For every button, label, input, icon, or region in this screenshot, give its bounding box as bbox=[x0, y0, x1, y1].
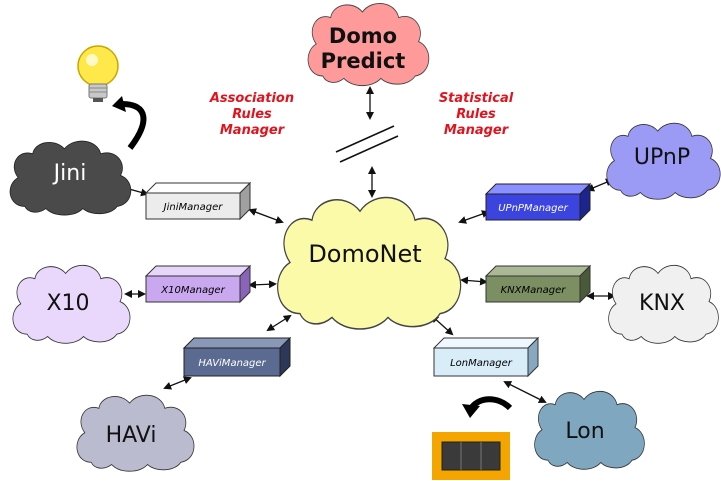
x10-manager-label: X10Manager bbox=[160, 285, 225, 296]
x10-label: X10 bbox=[46, 291, 89, 316]
light-bulb-icon bbox=[77, 45, 119, 102]
x10-manager-box: X10Manager bbox=[144, 264, 252, 304]
knx-cloud: KNX bbox=[608, 264, 719, 344]
connector-upnpmanager-domonet bbox=[458, 210, 490, 224]
association-rules-line1: Association bbox=[209, 91, 294, 106]
jini-cloud: Jini bbox=[9, 140, 132, 216]
lon-label: Lon bbox=[565, 419, 604, 444]
domopredict-cloud: Domo Predict bbox=[307, 2, 430, 87]
upnp-label: UPnP bbox=[634, 145, 690, 170]
domopredict-label-line2: Predict bbox=[321, 49, 406, 73]
connector-havi-manager bbox=[163, 376, 192, 390]
havi-manager-label: HAViManager bbox=[198, 358, 266, 369]
statistical-rules-label: Statistical Rules Manager bbox=[439, 91, 514, 138]
domonet-label: DomoNet bbox=[308, 240, 421, 268]
jini-label: Jini bbox=[52, 161, 87, 186]
havi-label: HAVi bbox=[106, 423, 157, 448]
device-panel-icon bbox=[432, 432, 510, 480]
association-rules-line3: Manager bbox=[220, 123, 286, 138]
link-break-mark bbox=[335, 125, 399, 163]
havi-manager-box: HAViManager bbox=[182, 336, 292, 378]
knx-label: KNX bbox=[639, 291, 685, 316]
domopredict-label-line1: Domo bbox=[329, 24, 397, 48]
jini-manager-box: JiniManager bbox=[144, 181, 252, 221]
jini-manager-label: JiniManager bbox=[162, 202, 224, 213]
connector-lonmanager-lon bbox=[503, 381, 547, 403]
statistical-rules-line2: Rules bbox=[456, 107, 496, 122]
connector-jinimanager-domonet bbox=[248, 208, 284, 224]
connector-knxmanager-domonet bbox=[460, 276, 488, 286]
lon-manager-box: LonManager bbox=[432, 336, 540, 378]
association-rules-label: Association Rules Manager bbox=[209, 91, 294, 138]
domonet-cloud: DomoNet bbox=[276, 196, 462, 330]
connector-x10manager-domonet bbox=[248, 280, 277, 289]
knx-manager-label: KNXManager bbox=[501, 285, 567, 296]
association-rules-line2: Rules bbox=[232, 107, 272, 122]
bulb-control-arrow bbox=[121, 101, 147, 150]
upnp-manager-box: UPnPManager bbox=[484, 182, 592, 222]
panel-control-arrowhead bbox=[462, 404, 480, 418]
statistical-rules-line1: Statistical bbox=[439, 91, 514, 106]
lon-manager-label: LonManager bbox=[450, 358, 513, 369]
knx-manager-box: KNXManager bbox=[484, 264, 592, 304]
upnp-cloud: UPnP bbox=[606, 122, 721, 200]
lon-cloud: Lon bbox=[534, 390, 645, 470]
x10-cloud: X10 bbox=[12, 264, 131, 344]
havi-cloud: HAVi bbox=[76, 394, 195, 472]
statistical-rules-line3: Manager bbox=[444, 123, 510, 138]
bulb-control-arrowhead bbox=[112, 96, 126, 112]
connector-havimanager-domonet bbox=[266, 314, 292, 332]
upnp-manager-label: UPnPManager bbox=[498, 203, 568, 214]
